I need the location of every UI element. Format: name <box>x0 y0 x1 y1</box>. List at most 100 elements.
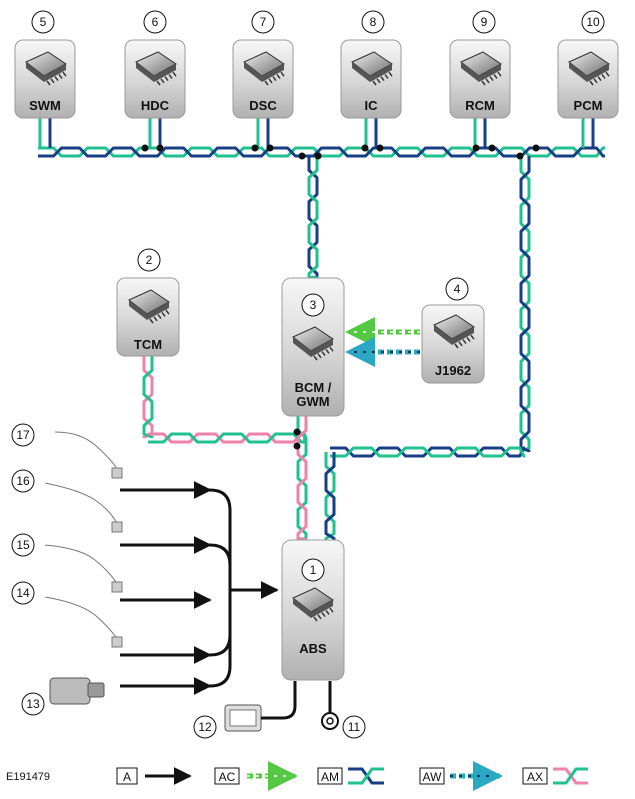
callout-8: 8 <box>361 10 385 34</box>
module-hdc: HDC <box>124 39 186 119</box>
callout-17: 17 <box>11 423 35 447</box>
wheel-speed-sensor-15 <box>44 544 123 593</box>
module-pcm: PCM <box>557 39 619 119</box>
legend-item-ac: AC <box>214 761 298 791</box>
svg-text:AX: AX <box>527 770 543 784</box>
wheel-speed-sensor-14 <box>44 596 123 648</box>
junction-dot <box>532 144 540 152</box>
callout-10: 10 <box>581 10 605 34</box>
module-label-line2: GWM <box>296 394 329 409</box>
junction-dot <box>472 144 480 152</box>
junction-dots <box>141 144 540 450</box>
legend-item-am: AM <box>317 767 384 785</box>
svg-text:10: 10 <box>586 15 600 29</box>
module-j1962: J1962 <box>421 304 485 384</box>
legend: A AC AM AW AX <box>116 761 588 791</box>
callout-6: 6 <box>143 10 167 34</box>
svg-text:13: 13 <box>26 697 40 711</box>
wheel-speed-sensor-16 <box>44 482 123 533</box>
callout-11: 11 <box>342 715 366 739</box>
callout-4: 4 <box>445 277 469 301</box>
legend-item-aw: AW <box>419 761 503 791</box>
svg-text:3: 3 <box>310 298 317 312</box>
callout-15: 15 <box>11 533 35 557</box>
svg-text:AM: AM <box>321 770 339 784</box>
figure-reference: E191479 <box>6 771 50 783</box>
module-swm: SWM <box>14 39 76 119</box>
svg-text:A: A <box>123 770 131 784</box>
svg-text:16: 16 <box>16 474 30 488</box>
ecu-chip-icon <box>292 587 334 622</box>
ecu-chip-icon <box>292 326 334 361</box>
svg-text:6: 6 <box>152 15 159 29</box>
junction-dot <box>141 144 149 152</box>
module-bcm-gwm: BCM / GWM <box>281 277 345 417</box>
module-label: TCM <box>134 337 162 352</box>
svg-text:4: 4 <box>454 282 461 296</box>
ecu-chip-icon <box>25 51 67 86</box>
module-ic: IC <box>340 39 402 119</box>
ecu-chip-icon <box>128 289 170 324</box>
junction-dot <box>251 144 259 152</box>
module-tcm: TCM <box>116 277 180 357</box>
junction-dot <box>376 144 384 152</box>
wiring-layer <box>38 118 605 542</box>
sensor-harness <box>120 481 279 695</box>
svg-text:11: 11 <box>348 720 361 734</box>
callout-3: 3 <box>301 293 325 317</box>
junction-dot <box>314 152 322 160</box>
module-label: IC <box>365 98 379 113</box>
junction-dot <box>156 144 164 152</box>
callout-14: 14 <box>11 581 35 605</box>
ecu-chip-icon <box>243 51 285 86</box>
module-label: SWM <box>29 98 61 113</box>
module-rcm: RCM <box>449 39 511 119</box>
module-label: RCM <box>465 98 495 113</box>
callout-1: 1 <box>301 558 325 582</box>
svg-text:7: 7 <box>260 15 267 29</box>
svg-text:AC: AC <box>219 770 236 784</box>
legend-item-a: A <box>116 767 192 785</box>
callout-7: 7 <box>251 10 275 34</box>
junction-dot <box>361 144 369 152</box>
ecu-chip-icon <box>135 51 177 86</box>
callout-12: 12 <box>193 715 217 739</box>
module-label-line1: BCM / <box>295 380 332 395</box>
module-label: J1962 <box>435 363 471 378</box>
svg-text:15: 15 <box>16 538 30 552</box>
module-dsc: DSC <box>232 39 294 119</box>
module-label: PCM <box>574 98 603 113</box>
callout-2: 2 <box>137 248 161 272</box>
svg-text:12: 12 <box>198 720 212 734</box>
junction-dot <box>298 152 306 160</box>
svg-text:1: 1 <box>310 563 317 577</box>
ecu-chip-icon <box>351 51 393 86</box>
svg-text:17: 17 <box>16 428 30 442</box>
svg-text:8: 8 <box>370 15 377 29</box>
junction-dot <box>516 152 524 160</box>
junction-dot <box>293 442 301 450</box>
brake-pedal-switch <box>49 677 105 705</box>
fuse-icon <box>224 704 262 732</box>
svg-text:AW: AW <box>423 770 443 784</box>
svg-text:2: 2 <box>146 253 153 267</box>
svg-text:14: 14 <box>16 586 30 600</box>
legend-item-ax: AX <box>522 767 588 785</box>
ecu-chip-icon <box>568 51 610 86</box>
module-label: DSC <box>249 98 277 113</box>
module-label: HDC <box>141 98 170 113</box>
fuse-wire <box>261 681 297 720</box>
callout-5: 5 <box>31 10 55 34</box>
ecu-chip-icon <box>433 314 475 349</box>
svg-text:5: 5 <box>40 15 47 29</box>
callout-9: 9 <box>472 10 496 34</box>
wheel-speed-sensor-17 <box>54 431 123 479</box>
callout-16: 16 <box>11 469 35 493</box>
junction-dot <box>488 144 496 152</box>
module-abs: ABS <box>281 539 345 681</box>
callout-13: 13 <box>21 692 45 716</box>
ecu-chip-icon <box>460 51 502 86</box>
svg-text:9: 9 <box>481 15 488 29</box>
module-label: ABS <box>299 641 327 656</box>
